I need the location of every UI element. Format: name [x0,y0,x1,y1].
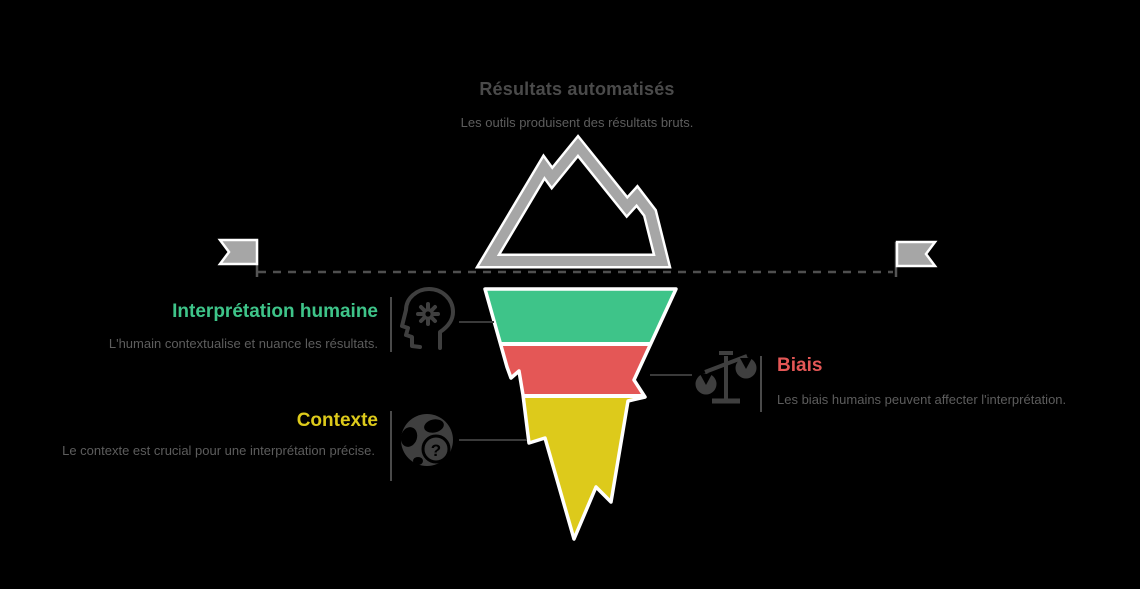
section-desc-interpretation: L'humain contextualise et nuance les rés… [108,336,378,351]
page-title: Résultats automatisés [479,79,675,99]
head-gear-icon [400,287,455,350]
page-subtitle: Les outils produisent des résultats brut… [460,115,694,130]
section-desc-biais: Les biais humains peuvent affecter l'int… [777,392,1067,407]
scales-icon [695,351,757,404]
section-title-interpretation: Interprétation humaine [172,301,378,322]
section-desc-contexte: Le contexte est crucial pour une interpr… [62,443,375,458]
section-title-biais: Biais [777,355,823,376]
iceberg-band-top [485,289,676,342]
section-title-contexte: Contexte [296,410,378,431]
mountain-icon [474,134,672,269]
question-mark-glyph: ? [431,441,441,460]
left-flag-icon [217,238,259,277]
globe-question-icon: ? [400,414,453,466]
iceberg-shape [483,287,678,541]
right-flag-icon [894,240,938,277]
